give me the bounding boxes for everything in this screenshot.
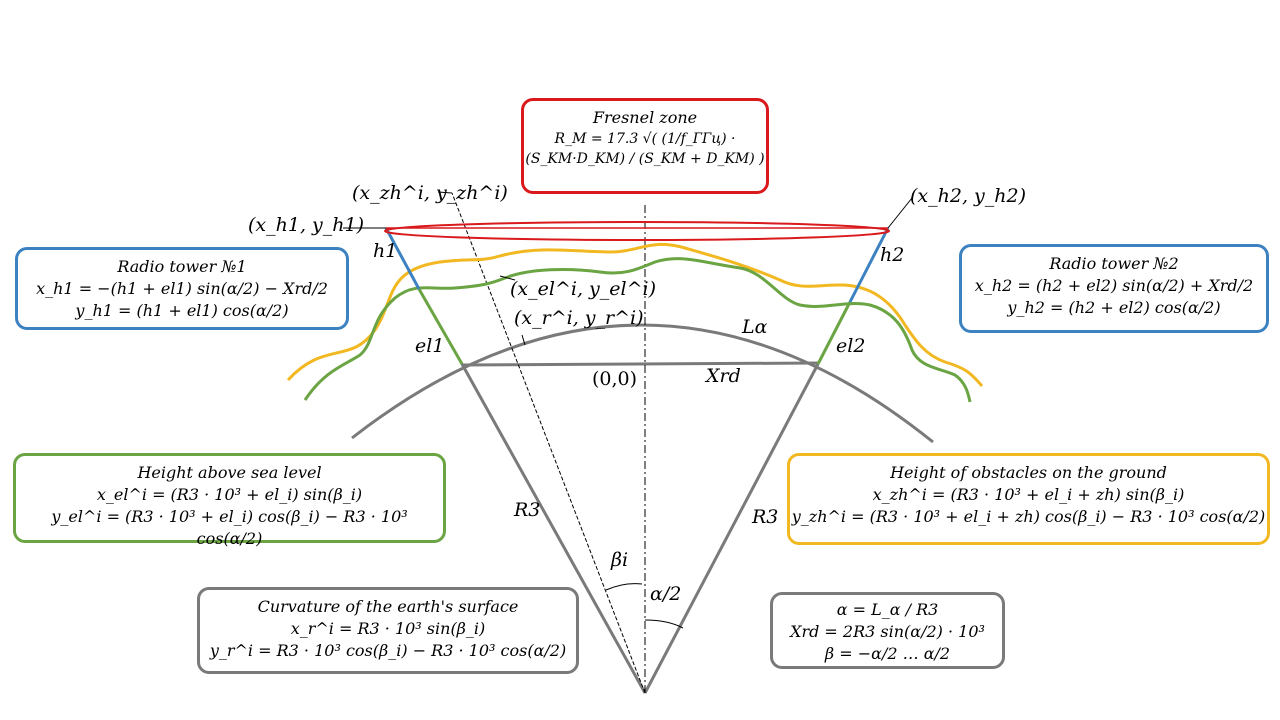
label-alpha-half: α/2 xyxy=(650,583,682,605)
label-r3-left: R3 xyxy=(514,499,541,521)
curvature-box: Curvature of the earth's surface x_r^i =… xyxy=(197,587,579,674)
obstacles-formula-y: y_zh^i = (R3 · 10³ + el_i + zh) cos(β_i)… xyxy=(791,507,1266,526)
sea-level-profile-curve xyxy=(303,257,972,403)
tower1-el-segment xyxy=(417,288,464,365)
sea-level-formula-y: y_el^i = (R3 · 10³ + el_i) cos(β_i) − R3… xyxy=(51,507,408,548)
fresnel-zone-box: Fresnel zone R_M = 17.3 √( (1/f_ГГц) · (… xyxy=(521,98,769,194)
label-origin: (0,0) xyxy=(592,368,638,390)
label-xel: (x_el^i, y_el^i) xyxy=(510,278,656,300)
def-xrd: Xrd = 2R3 sin(α/2) · 10³ xyxy=(790,622,985,641)
label-xzh: (x_zh^i, y_zh^i) xyxy=(352,182,508,204)
fresnel-ellipse xyxy=(384,221,890,241)
curvature-title: Curvature of the earth's surface xyxy=(257,597,519,616)
obstacles-formula-x: x_zh^i = (R3 · 10³ + el_i + zh) sin(β_i) xyxy=(872,485,1185,504)
tower2-title: Radio tower №2 xyxy=(1049,254,1179,273)
label-el2: el2 xyxy=(836,335,866,357)
tower2-formula-x: x_h2 = (h2 + el2) sin(α/2) + Xrd/2 xyxy=(974,276,1254,295)
definitions-box: α = L_α / R3 Xrd = 2R3 sin(α/2) · 10³ β … xyxy=(770,592,1005,669)
earth-radius-left xyxy=(460,363,647,694)
xrd-chord xyxy=(461,361,819,367)
label-l-alpha: Lα xyxy=(742,316,768,338)
tower2-formula-y: y_h2 = (h2 + el2) cos(α/2) xyxy=(1007,298,1221,317)
label-el1: el1 xyxy=(415,335,445,357)
obstacle-profile-curve xyxy=(286,242,984,387)
def-alpha: α = L_α / R3 xyxy=(836,600,939,619)
label-h2: h2 xyxy=(880,244,905,266)
label-xh2: (x_h2, y_h2) xyxy=(910,185,1027,207)
label-r3-right: R3 xyxy=(752,506,779,528)
def-beta: β = −α/2 … α/2 xyxy=(824,644,951,663)
tower2-h-segment xyxy=(848,227,890,303)
sea-level-box: Height above sea level x_el^i = (R3 · 10… xyxy=(13,453,446,548)
tower1-h-segment xyxy=(384,227,421,290)
fresnel-formula: R_M = 17.3 √( (1/f_ГГц) · (S_KM·D_KM) / … xyxy=(525,131,765,167)
radio-tower-1-box: Radio tower №1 x_h1 = −(h1 + el1) sin(α/… xyxy=(15,247,349,330)
obstacles-title: Height of obstacles on the ground xyxy=(890,463,1167,482)
leader-xel xyxy=(499,275,516,281)
label-h1: h1 xyxy=(373,240,398,262)
fresnel-title: Fresnel zone xyxy=(592,108,698,127)
earth-surface-arc xyxy=(351,323,934,444)
earth-radius-right xyxy=(643,363,820,694)
sea-level-title: Height above sea level xyxy=(137,463,322,482)
leader-xh2 xyxy=(887,197,913,229)
leader-xzh xyxy=(437,191,453,194)
leader-xr xyxy=(521,334,526,346)
radio-tower-2-box: Radio tower №2 x_h2 = (h2 + el2) sin(α/2… xyxy=(959,244,1269,333)
label-beta-i: βi xyxy=(611,549,629,571)
tower1-title: Radio tower №1 xyxy=(117,257,247,276)
label-xrd: Xrd xyxy=(706,365,741,387)
beta-radial-line xyxy=(451,192,646,694)
tower1-formula-x: x_h1 = −(h1 + el1) sin(α/2) − Xrd/2 xyxy=(36,279,328,298)
sea-level-formula-x: x_el^i = (R3 · 10³ + el_i) sin(β_i) xyxy=(96,485,363,504)
tower1-formula-y: y_h1 = (h1 + el1) cos(α/2) xyxy=(75,301,289,320)
obstacles-box: Height of obstacles on the ground x_zh^i… xyxy=(787,453,1270,545)
tower2-el-segment xyxy=(816,301,852,365)
beta-angle-arc xyxy=(605,583,643,591)
curvature-formula-y: y_r^i = R3 · 10³ cos(β_i) − R3 · 10³ cos… xyxy=(209,641,567,660)
curvature-formula-x: x_r^i = R3 · 10³ sin(β_i) xyxy=(290,619,486,638)
alpha-angle-arc xyxy=(644,619,684,629)
label-xr: (x_r^i, y_r^i) xyxy=(514,307,644,329)
label-xh1: (x_h1, y_h1) xyxy=(248,214,365,236)
